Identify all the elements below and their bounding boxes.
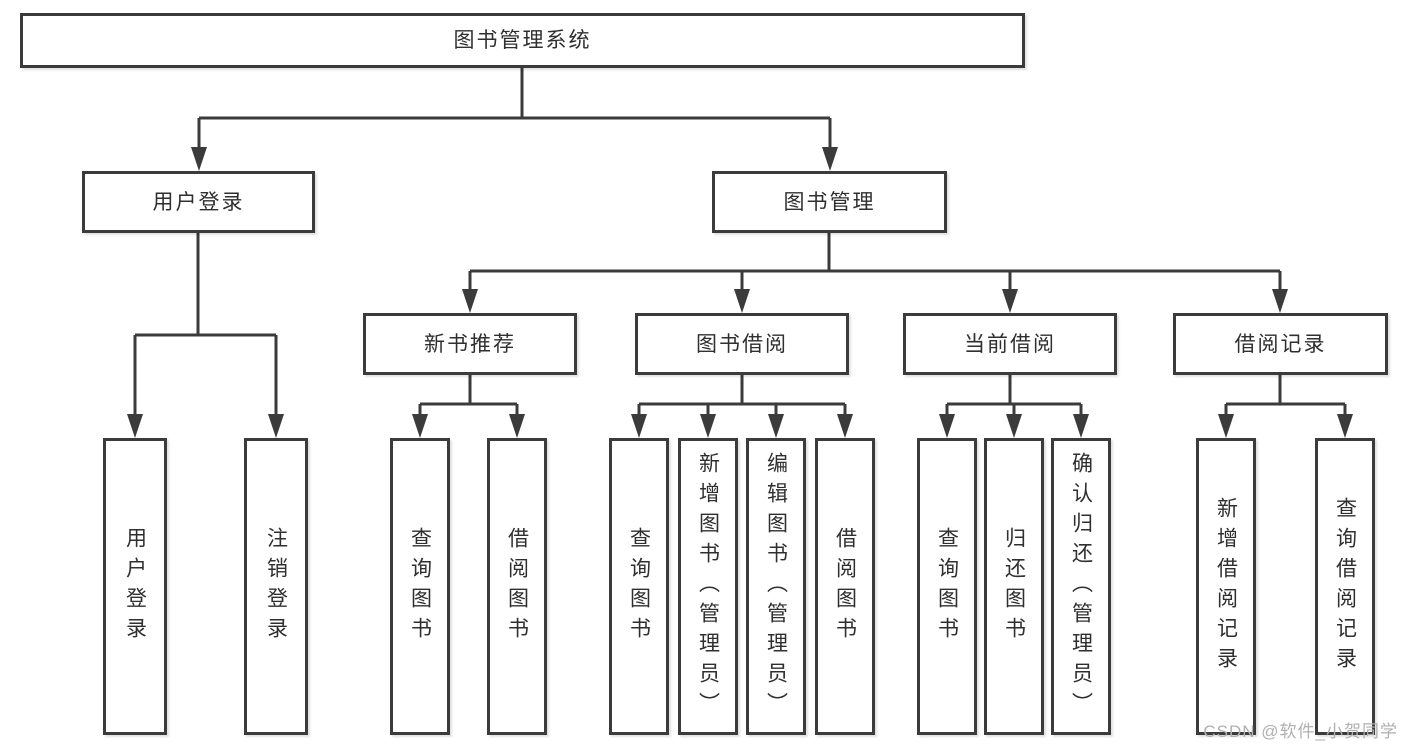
leaf-user-login: 用户登录 (103, 438, 167, 735)
node-label: 用户登录 (152, 190, 245, 214)
leaf-confirm-return-admin: 确认归还（管理员） (1051, 438, 1111, 735)
node-library-management-system: 图书管理系统 (20, 13, 1025, 68)
node-label: 注销登录 (264, 526, 288, 647)
leaf-borrow-books: 借阅图书 (815, 438, 875, 735)
node-current-borrowing: 当前借阅 (903, 313, 1117, 375)
node-label: 新增借阅记录 (1214, 496, 1238, 677)
leaf-add-borrow-record: 新增借阅记录 (1196, 438, 1256, 735)
node-label: 借阅图书 (833, 526, 857, 647)
leaf-query-books-recommend: 查询图书 (390, 438, 450, 735)
leaf-query-borrow-record: 查询借阅记录 (1315, 438, 1375, 735)
leaf-return-book: 归还图书 (984, 438, 1044, 735)
node-user-login: 用户登录 (82, 171, 315, 233)
node-new-book-recommendation: 新书推荐 (363, 313, 577, 375)
node-label: 图书管理 (783, 190, 876, 214)
node-label: 确认归还（管理员） (1069, 451, 1093, 722)
watermark: CSDN @软件_小贺同学 (1203, 722, 1398, 741)
node-label: 编辑图书（管理员） (764, 451, 788, 722)
leaf-edit-book-admin: 编辑图书（管理员） (746, 438, 806, 735)
connector-root (191, 68, 838, 171)
node-label: 图书管理系统 (453, 29, 592, 52)
node-label: 新增图书（管理员） (696, 451, 720, 722)
connector-user-login (127, 233, 284, 438)
node-label: 图书借阅 (696, 332, 788, 356)
connector-borrowing-records (1218, 375, 1353, 438)
leaf-query-books-borrow: 查询图书 (609, 438, 669, 735)
connector-book-borrowing (631, 375, 853, 438)
leaf-query-books-current: 查询图书 (917, 438, 977, 735)
connector-book-management (462, 233, 1288, 313)
connector-new-book-recommendation (412, 375, 525, 438)
leaf-add-book-admin: 新增图书（管理员） (678, 438, 738, 735)
node-label: 借阅图书 (505, 526, 529, 647)
node-label: 查询图书 (627, 526, 651, 647)
node-label: 查询图书 (935, 526, 959, 647)
node-borrowing-records: 借阅记录 (1173, 313, 1388, 375)
node-book-management: 图书管理 (712, 171, 947, 233)
leaf-borrow-books-recommend: 借阅图书 (487, 438, 547, 735)
node-label: 查询图书 (408, 526, 432, 647)
node-label: 借阅记录 (1234, 332, 1327, 356)
node-book-borrowing: 图书借阅 (635, 313, 849, 375)
node-label: 用户登录 (123, 526, 147, 647)
node-label: 当前借阅 (964, 332, 1056, 356)
node-label: 归还图书 (1002, 526, 1026, 647)
node-label: 新书推荐 (424, 332, 516, 356)
leaf-logout-login: 注销登录 (244, 438, 308, 735)
node-label: 查询借阅记录 (1333, 496, 1357, 677)
connector-current-borrowing (939, 375, 1089, 438)
